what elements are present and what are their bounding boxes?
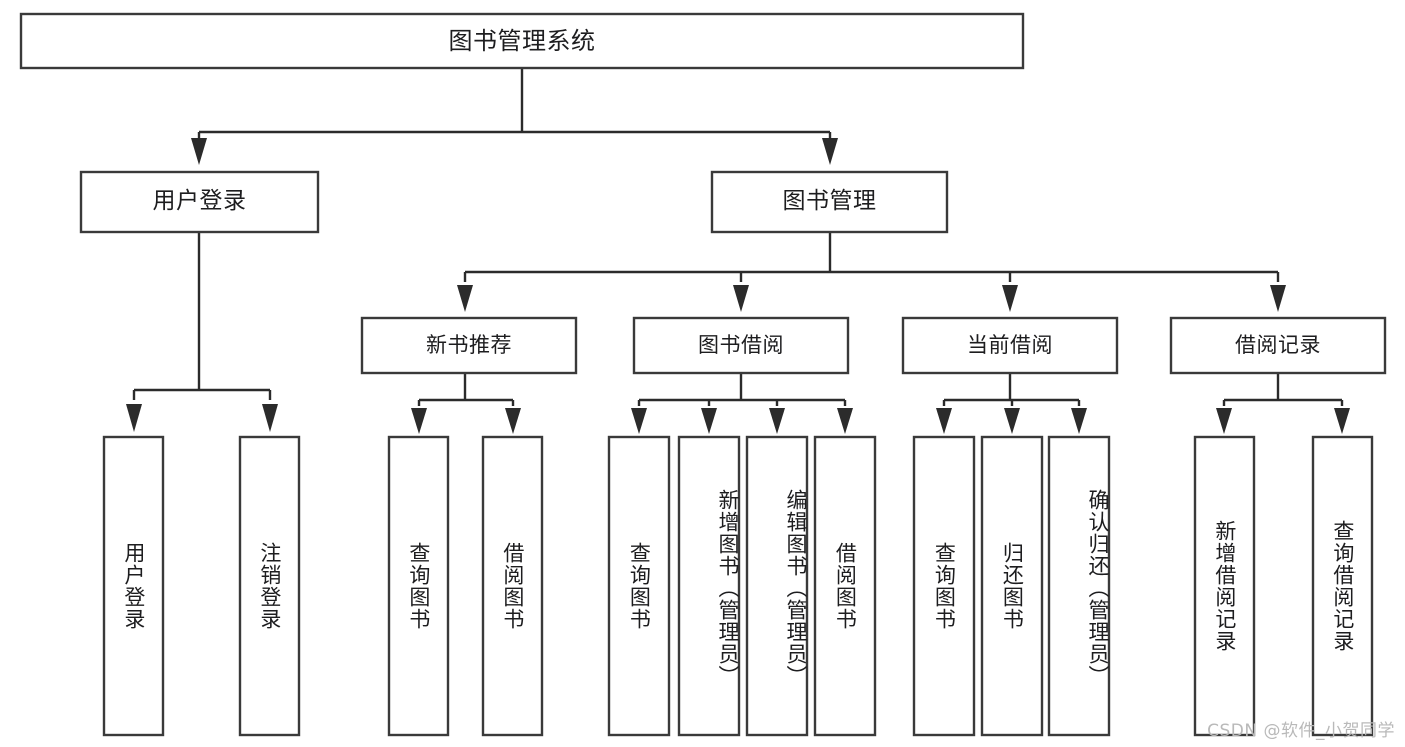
arrow-head-leaf-logout-login	[262, 404, 278, 432]
arrow-head-book-borrow	[733, 285, 749, 312]
connector-group-book-borrow	[631, 373, 853, 434]
node-box-leaf-add-borrow-record[interactable]	[1193, 435, 1256, 737]
arrow-head-book-manage	[822, 138, 838, 165]
node-box-leaf-user-login[interactable]	[102, 435, 165, 737]
node-box-leaf-edit-book-admin[interactable]	[745, 435, 809, 737]
connector-group-book-manage	[457, 232, 1286, 312]
node-box-current-borrow[interactable]	[901, 316, 1119, 375]
node-box-root[interactable]	[19, 12, 1025, 70]
node-box-book-borrow[interactable]	[632, 316, 850, 375]
arrow-head-user-login	[191, 138, 207, 165]
arrow-head-leaf-user-login	[126, 404, 142, 432]
arrow-head-new-book-recommend	[457, 285, 473, 312]
node-box-borrow-record[interactable]	[1169, 316, 1387, 375]
arrow-head-leaf-add-book-admin	[701, 408, 717, 434]
node-box-leaf-borrow-book-1[interactable]	[481, 435, 544, 737]
node-box-leaf-query-book-2[interactable]	[607, 435, 671, 737]
arrow-head-leaf-query-book-3	[936, 408, 952, 434]
connector-group-current-borrow	[936, 373, 1087, 434]
node-box-leaf-query-borrow-record[interactable]	[1311, 435, 1374, 737]
node-box-leaf-add-book-admin[interactable]	[677, 435, 741, 737]
node-box-book-manage[interactable]	[710, 170, 949, 234]
arrow-head-leaf-borrow-book-2	[837, 408, 853, 434]
node-box-leaf-borrow-book-2[interactable]	[813, 435, 877, 737]
arrow-head-leaf-return-book	[1004, 408, 1020, 434]
node-box-user-login[interactable]	[79, 170, 320, 234]
arrow-head-leaf-confirm-return-admin	[1071, 408, 1087, 434]
arrow-head-borrow-record	[1270, 285, 1286, 312]
arrow-head-current-borrow	[1002, 285, 1018, 312]
connector-group-new-book-recommend	[411, 373, 521, 434]
arrow-head-leaf-query-book-2	[631, 408, 647, 434]
connector-group-user-login	[126, 232, 278, 432]
arrow-head-leaf-add-borrow-record	[1216, 408, 1232, 434]
connector-group-root	[191, 68, 838, 165]
arrow-head-leaf-edit-book-admin	[769, 408, 785, 434]
node-box-new-book-recommend[interactable]	[360, 316, 578, 375]
node-box-leaf-confirm-return-admin[interactable]	[1047, 435, 1111, 737]
connector-group-borrow-record	[1216, 373, 1350, 434]
node-box-leaf-query-book-3[interactable]	[912, 435, 976, 737]
node-box-leaf-logout-login[interactable]	[238, 435, 301, 737]
arrow-head-leaf-query-book-1	[411, 408, 427, 434]
arrow-head-leaf-borrow-book-1	[505, 408, 521, 434]
node-box-leaf-query-book-1[interactable]	[387, 435, 450, 737]
arrow-head-leaf-query-borrow-record	[1334, 408, 1350, 434]
node-box-leaf-return-book[interactable]	[980, 435, 1044, 737]
